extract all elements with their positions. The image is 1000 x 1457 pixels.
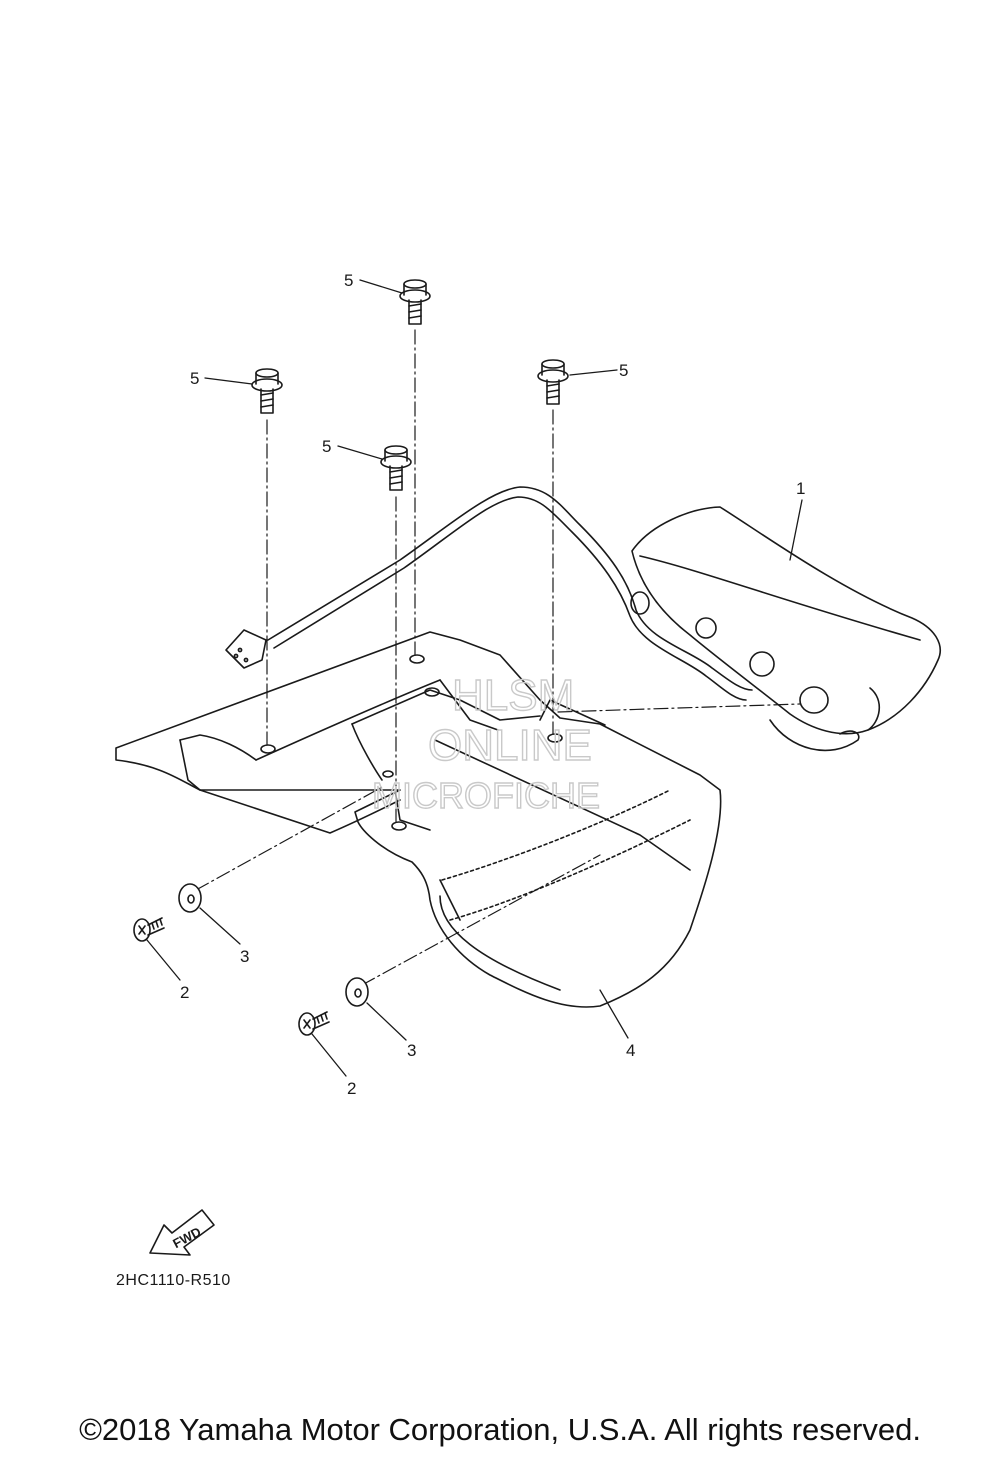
callout-4: 4 [626,1041,635,1060]
watermark: HLSM ONLINE MICROFICHE [371,670,600,816]
watermark-line-3: MICROFICHE [372,775,600,816]
callout-3-right: 3 [407,1041,416,1060]
leader-lines [146,279,803,1077]
part-1-seat [631,506,941,752]
copyright-notice: ©2018 Yamaha Motor Corporation, U.S.A. A… [79,1412,921,1447]
fwd-arrow-label: FWD [170,1224,203,1251]
callout-numbers: 5 5 5 5 1 3 2 3 2 4 [180,271,805,1098]
callout-1: 1 [796,479,805,498]
callout-3-left: 3 [240,947,249,966]
watermark-line-2: ONLINE [428,721,592,770]
callout-5-middle: 5 [322,437,331,456]
fwd-arrow [149,1209,215,1256]
part-2-screws [133,917,330,1036]
seat-cable [225,486,753,701]
callout-5-left: 5 [190,369,199,388]
callout-5-right: 5 [619,361,628,380]
mounting-holes [260,654,563,831]
part-4-rear-panel [115,631,722,1008]
part-5-bolts [251,279,569,491]
diagram-code: 2HC1110-R510 [116,1272,231,1289]
alignment-lines [195,329,801,986]
callout-5-top: 5 [344,271,353,290]
watermark-line-1: HLSM [452,671,574,720]
callout-2-right: 2 [347,1079,356,1098]
callout-2-left: 2 [180,983,189,1002]
part-3-washers [178,883,369,1007]
